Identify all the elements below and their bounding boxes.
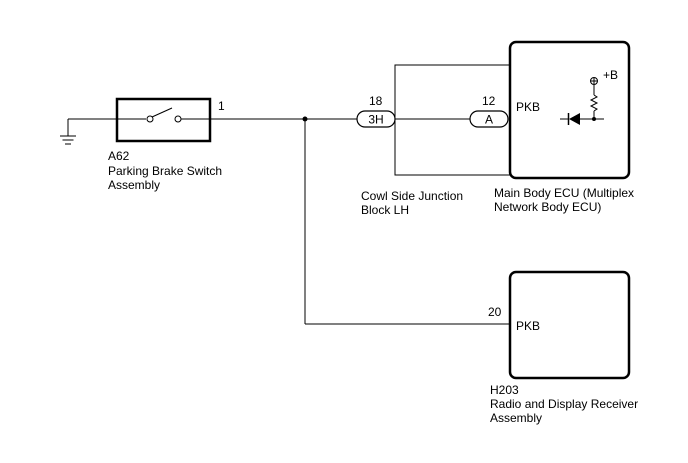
ecu-pin-number: 12 bbox=[482, 94, 496, 108]
switch-pin-number: 1 bbox=[218, 99, 225, 113]
connector-3h-label: 3H bbox=[368, 113, 383, 127]
receiver-pin-number: 20 bbox=[488, 305, 502, 319]
receiver-code: H203 bbox=[490, 383, 519, 397]
junction-name-line1: Cowl Side Junction bbox=[361, 189, 463, 203]
switch-name-line1: Parking Brake Switch bbox=[108, 164, 222, 178]
supply-terminal-icon bbox=[590, 77, 598, 85]
receiver-name-line2: Assembly bbox=[490, 411, 542, 425]
branch-wire bbox=[302, 116, 510, 325]
parking-brake-switch: 1 A62 Parking Brake Switch Assembly bbox=[108, 97, 225, 192]
supply-label: +B bbox=[603, 68, 618, 82]
junction-name-line2: Block LH bbox=[361, 203, 409, 217]
ecu-name-line1: Main Body ECU (Multiplex bbox=[494, 186, 634, 200]
connector-3h bbox=[356, 110, 396, 128]
diode-icon bbox=[567, 113, 580, 125]
connector-a-label: A bbox=[485, 113, 493, 127]
switch-code: A62 bbox=[108, 149, 130, 163]
receiver-terminal-label: PKB bbox=[516, 319, 540, 333]
radio-receiver: 20 PKB H203 Radio and Display Receiver A… bbox=[488, 270, 638, 425]
receiver-name-line1: Radio and Display Receiver bbox=[490, 397, 638, 411]
ecu-terminal-label: PKB bbox=[516, 100, 540, 114]
switch-icon bbox=[117, 107, 210, 123]
switch-name-line2: Assembly bbox=[108, 178, 160, 192]
main-body-ecu: A 12 PKB +B Main Body ECU (Multiplex Net… bbox=[469, 40, 634, 214]
resistor-icon bbox=[589, 94, 599, 112]
ground-icon bbox=[60, 119, 76, 145]
ecu-name-line2: Network Body ECU) bbox=[494, 200, 601, 214]
junction-pin-number: 18 bbox=[369, 94, 383, 108]
connector-a bbox=[469, 110, 509, 128]
